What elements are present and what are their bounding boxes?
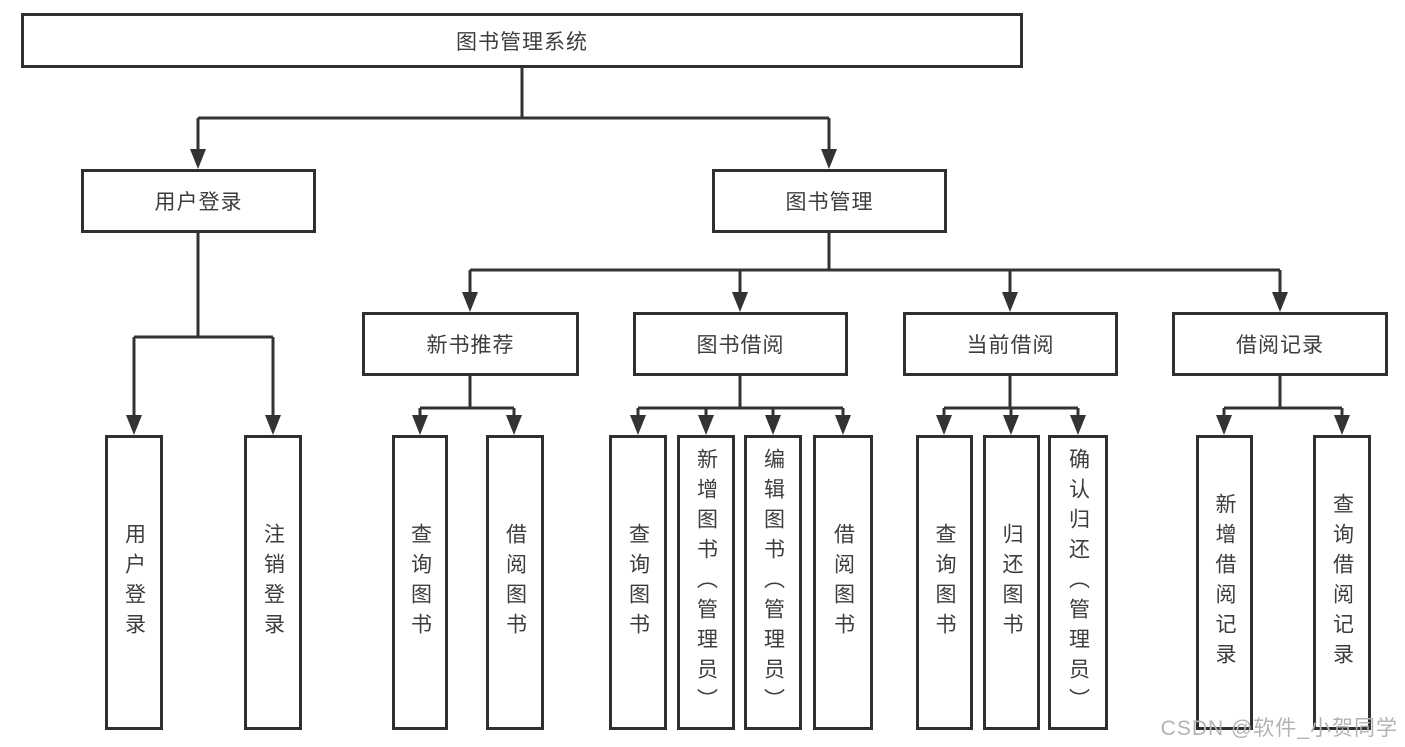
node-leaf-query-borrow-record: 查询借阅记录	[1313, 435, 1371, 730]
csdn-watermark: CSDN @软件_小贺同学	[1160, 717, 1398, 740]
node-leaf-query-books-current: 查询图书	[916, 435, 973, 730]
node-label: 借阅记录	[1236, 334, 1324, 357]
node-current-borrowing: 当前借阅	[903, 312, 1118, 376]
node-new-book-recommendation: 新书推荐	[362, 312, 579, 376]
node-label: 查询图书	[408, 522, 432, 643]
node-leaf-confirm-return-admin: 确认归还（管理员）	[1048, 435, 1108, 730]
node-label: 图书管理系统	[456, 30, 588, 54]
node-leaf-borrow-books-recommend: 借阅图书	[486, 435, 544, 730]
node-user-login: 用户登录	[81, 169, 316, 233]
node-label: 新增图书（管理员）	[694, 447, 718, 718]
node-label: 用户登录	[122, 522, 146, 643]
node-label: 新增借阅记录	[1213, 492, 1236, 673]
arrowhead-icons	[126, 149, 1350, 435]
node-label: 确认归还（管理员）	[1066, 447, 1090, 718]
node-label: 图书借阅	[696, 334, 785, 357]
node-book-borrowing: 图书借阅	[633, 312, 848, 376]
node-label: 借阅图书	[831, 522, 855, 643]
node-label: 查询图书	[933, 522, 956, 643]
node-leaf-return-books: 归还图书	[983, 435, 1040, 730]
node-label: 借阅图书	[503, 522, 527, 643]
node-leaf-logout: 注销登录	[244, 435, 302, 730]
node-label: 归还图书	[1000, 522, 1023, 643]
node-leaf-query-books-recommend: 查询图书	[392, 435, 448, 730]
node-leaf-user-login: 用户登录	[105, 435, 163, 730]
node-leaf-edit-books-admin: 编辑图书（管理员）	[744, 435, 802, 730]
node-label: 注销登录	[261, 522, 285, 643]
node-label: 新书推荐	[426, 334, 515, 357]
node-leaf-borrow-books: 借阅图书	[813, 435, 873, 730]
node-leaf-query-books-borrowing: 查询图书	[609, 435, 667, 730]
node-leaf-add-books-admin: 新增图书（管理员）	[677, 435, 735, 730]
node-label: 用户登录	[154, 191, 243, 214]
node-label: 当前借阅	[966, 334, 1055, 357]
node-label: 查询借阅记录	[1330, 492, 1354, 673]
node-label: 查询图书	[626, 522, 650, 643]
node-borrowing-records: 借阅记录	[1172, 312, 1388, 376]
node-book-management: 图书管理	[712, 169, 947, 233]
node-label: 图书管理	[785, 191, 874, 214]
node-library-system: 图书管理系统	[21, 13, 1023, 68]
node-leaf-add-borrow-record: 新增借阅记录	[1196, 435, 1253, 730]
node-label: 编辑图书（管理员）	[761, 447, 785, 718]
